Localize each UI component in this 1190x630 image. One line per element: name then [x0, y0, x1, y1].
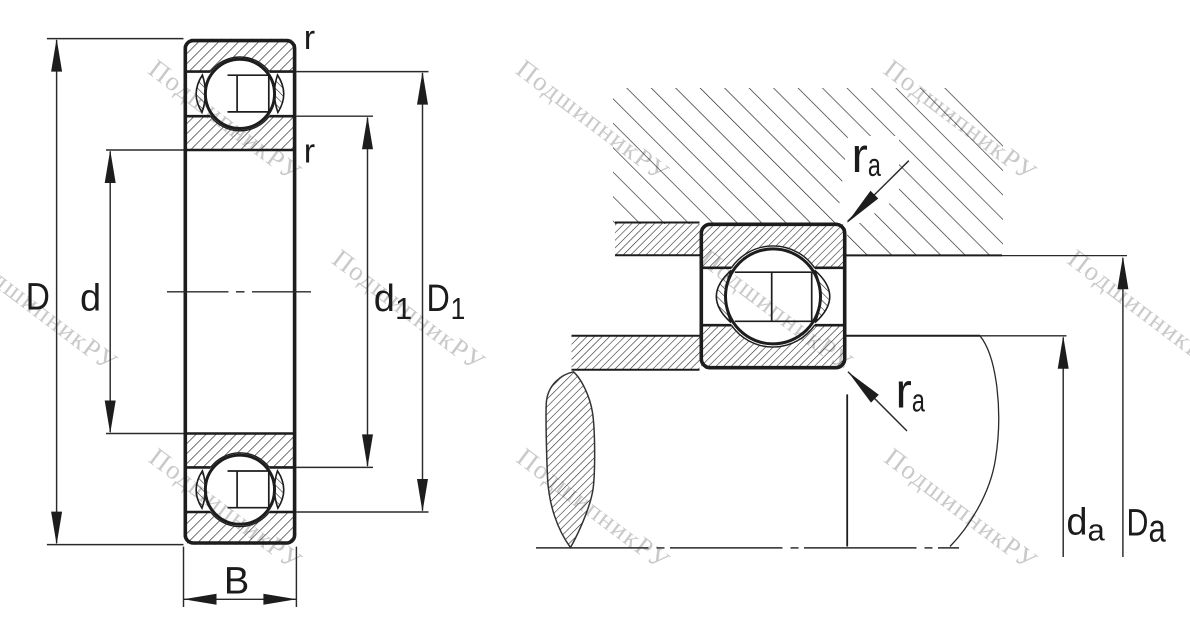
- svg-text:Da: Da: [1127, 502, 1167, 550]
- svg-text:D: D: [26, 276, 50, 318]
- svg-text:ПодшипникРУ: ПодшипникРУ: [1062, 243, 1190, 377]
- svg-text:r: r: [304, 132, 315, 170]
- svg-text:ПодшипникРУ: ПодшипникРУ: [0, 243, 124, 377]
- svg-text:d: d: [80, 278, 101, 320]
- svg-text:B: B: [224, 561, 249, 603]
- svg-text:ПодшипникРУ: ПодшипникРУ: [879, 442, 1043, 576]
- svg-text:da: da: [1066, 502, 1105, 548]
- svg-text:ra: ra: [896, 365, 925, 419]
- svg-text:D1: D1: [427, 278, 466, 327]
- svg-text:r: r: [304, 19, 315, 57]
- svg-text:d1: d1: [374, 278, 412, 326]
